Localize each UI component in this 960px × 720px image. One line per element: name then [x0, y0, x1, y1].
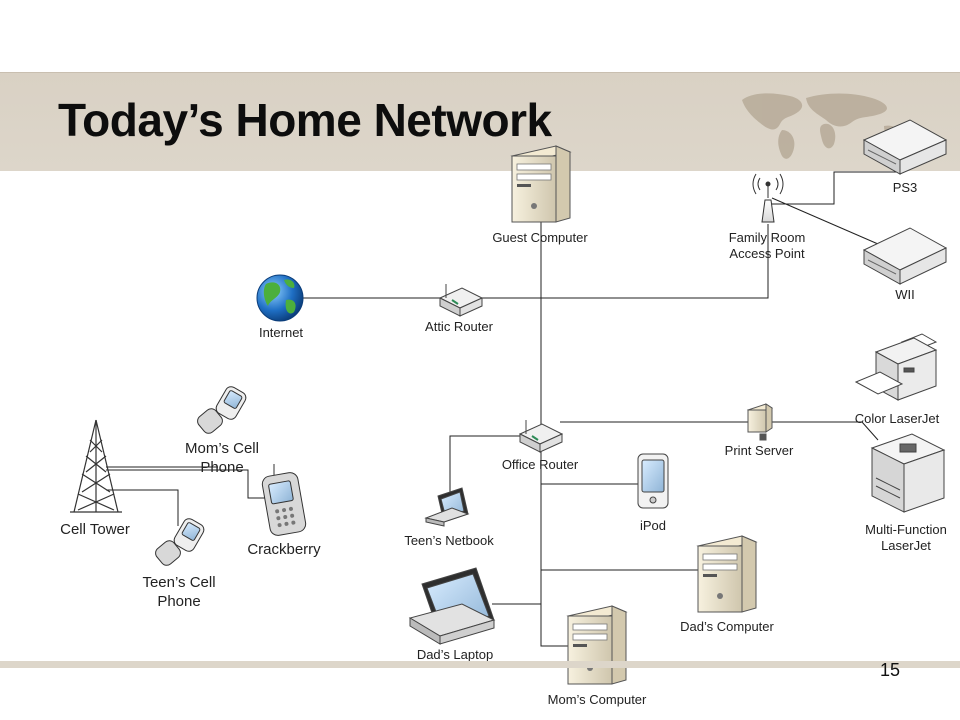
multifunction-laserjet-icon[interactable] — [870, 433, 946, 513]
access-point-icon[interactable] — [752, 173, 784, 223]
link-cell-tower-teens-phone — [106, 489, 179, 526]
bottom-band — [0, 661, 960, 668]
print-server-label: Print Server — [724, 443, 794, 458]
attic-router-icon[interactable] — [438, 284, 484, 317]
teens-cell-phone-icon[interactable] — [153, 517, 206, 568]
print-server-icon[interactable] — [746, 403, 774, 441]
dads-computer-label: Dad’s Computer — [680, 619, 774, 634]
link-office-router-teens-netbook — [449, 435, 522, 500]
teens-netbook-icon[interactable] — [424, 487, 470, 527]
internet-globe-icon[interactable] — [256, 274, 304, 322]
title-band — [0, 72, 960, 171]
crackberry-label: Crackberry — [247, 541, 321, 558]
moms-cell-phone-icon[interactable] — [195, 385, 248, 436]
multifunction-laserjet-label: Multi-Function LaserJet — [865, 522, 947, 553]
wii-console-icon[interactable] — [862, 227, 948, 285]
office-router-label: Office Router — [501, 457, 579, 472]
guest-computer-icon[interactable] — [510, 145, 572, 223]
wii-label: WII — [895, 287, 915, 302]
dads-computer-icon[interactable] — [696, 535, 758, 613]
ps3-console-icon[interactable] — [862, 119, 948, 175]
dads-laptop-label: Dad’s Laptop — [416, 647, 494, 662]
internet-label: Internet — [258, 325, 304, 340]
ipod-label: iPod — [639, 518, 667, 533]
guest-computer-label: Guest Computer — [492, 230, 588, 245]
dads-laptop-icon[interactable] — [408, 567, 496, 645]
teens-netbook-label: Teen’s Netbook — [404, 533, 494, 548]
link-office-router-moms-computer — [540, 448, 568, 647]
moms-cell-phone-label: Mom’s Cell Phone — [185, 440, 259, 476]
color-laserjet-printer-icon[interactable] — [854, 333, 938, 401]
slide-title: Today’s Home Network — [58, 94, 552, 146]
link-print-server-multifunction — [861, 421, 879, 441]
teens-cell-phone-label: Teen’s Cell Phone — [142, 574, 216, 610]
link-access-point-wii — [771, 197, 879, 245]
cell-tower-icon[interactable] — [70, 419, 122, 513]
moms-computer-label: Mom’s Computer — [547, 692, 647, 707]
cell-tower-label: Cell Tower — [60, 521, 130, 538]
color-laserjet-label: Color LaserJet — [854, 411, 940, 426]
link-access-point-ps3 — [772, 171, 902, 205]
link-cell-tower-crackberry — [106, 469, 266, 499]
access-point-label: Family Room Access Point — [728, 230, 806, 261]
office-router-icon[interactable] — [518, 420, 564, 453]
moms-computer-icon[interactable] — [566, 605, 628, 685]
crackberry-phone-icon[interactable] — [261, 464, 307, 537]
ps3-label: PS3 — [892, 180, 918, 195]
link-attic-router-access-point — [478, 224, 769, 299]
attic-router-label: Attic Router — [425, 319, 493, 334]
page-number: 15 — [880, 660, 901, 680]
ipod-icon[interactable] — [637, 453, 669, 509]
connection-lines — [106, 171, 902, 647]
